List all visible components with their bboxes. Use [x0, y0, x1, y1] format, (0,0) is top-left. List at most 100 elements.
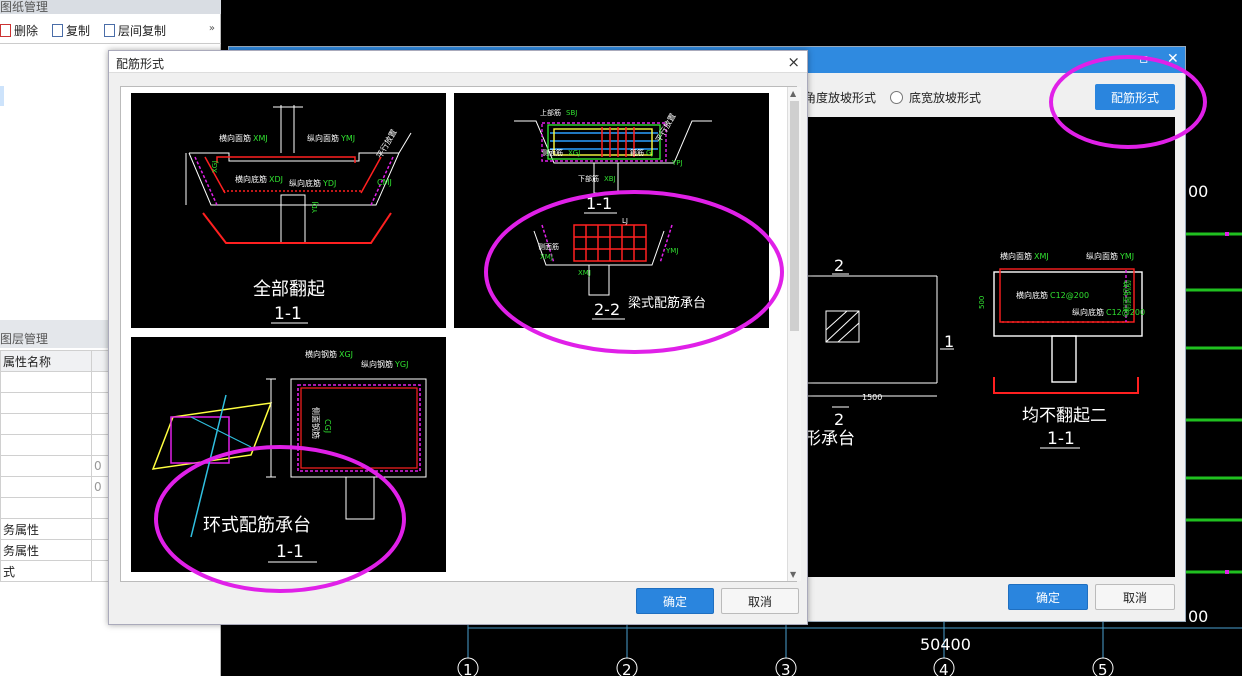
width-slope-label[interactable]: 底宽放坡形式 [909, 91, 982, 105]
beam-stirrup-code: GJ [646, 149, 654, 157]
rebar-form-button[interactable]: 配筋形式 [1095, 84, 1175, 110]
property-cell [0, 497, 92, 519]
full-slope: 平行放置 [374, 127, 399, 160]
beam-section-b: 2-2 [594, 300, 620, 319]
axis-label-4: 4 [939, 661, 949, 676]
ring-side-code: CGJ [323, 419, 332, 433]
plan-caption: 形承台 [804, 429, 855, 449]
cad-dimension-line [467, 622, 1242, 658]
section-horiz-top: 横向面筋 [1000, 251, 1032, 261]
rebar-form-option-full[interactable]: 横向面筋 XMJ 纵向面筋 YMJ 横向底筋 XDJ 纵向底筋 YDJ CMJ … [131, 93, 446, 328]
section-vert-bottom-code: C12@200 [1106, 308, 1145, 317]
layer-management-header: 图层管理 [0, 332, 49, 346]
section-title: 均不翻起二 [1022, 406, 1107, 426]
cad-dim-top-right: 00 [1188, 182, 1208, 201]
full-vert-bottom-code: YDJ [322, 179, 336, 188]
cad-green-beams [1186, 232, 1242, 574]
property-cell [0, 476, 92, 498]
ring-horiz-code: XGJ [339, 350, 353, 359]
selected-row-marker[interactable] [0, 86, 4, 106]
plan-dim-1500: 1500 [862, 393, 882, 402]
rebar-form-dialog: 配筋形式 × [108, 50, 808, 625]
section-dim-500: 500 [978, 296, 986, 309]
beam-lj: LJ [622, 217, 628, 225]
full-vert-top: 纵向面筋 [307, 133, 339, 143]
pile-cap-preview: 2 1 2 1500 形承台 横向面筋 XMJ 纵向面筋 YMJ 横向底筋 C1… [804, 117, 1175, 577]
rebar-form-option-ring[interactable]: 横向钢筋 XGJ 纵向钢筋 YGJ 侧面钢筋 CGJ 环式配筋承台 1-1 [131, 337, 446, 572]
width-slope-radio[interactable] [890, 91, 904, 104]
property-cell [91, 350, 112, 372]
full-horiz-bottom-code: XDJ [269, 175, 283, 184]
rebar-form-title: 配筋形式 [116, 57, 165, 71]
section-horiz-bottom: 横向底筋 [1016, 290, 1048, 300]
property-cell: 务属性 [0, 539, 92, 561]
close-icon[interactable]: × [787, 53, 800, 71]
back-close-icon[interactable]: ✕ [1167, 51, 1179, 67]
cad-axis-markers: 1 2 3 4 5 [457, 657, 1114, 676]
floor-copy-button[interactable]: 层间复制 [104, 22, 166, 39]
full-horiz-bottom: 横向底筋 [235, 174, 267, 184]
section-vert-bottom: 纵向底筋 [1072, 307, 1104, 317]
property-cell [0, 455, 92, 477]
ring-side: 侧面钢筋 [311, 407, 321, 439]
ring-horiz: 横向钢筋 [305, 349, 337, 359]
full-horiz-top-code: XMJ [253, 134, 268, 143]
property-cell [0, 434, 92, 456]
back-ok-button[interactable]: 确定 [1008, 584, 1088, 610]
front-ok-button[interactable]: 确定 [636, 588, 714, 614]
scroll-down-icon[interactable]: ▼ [790, 570, 797, 579]
toolbar-divider [0, 43, 221, 44]
beam-top-rebar-code: SBJ [566, 109, 577, 117]
beam-title: 梁式配筋承台 [628, 295, 706, 311]
scroll-thumb[interactable] [790, 101, 799, 331]
back-cancel-button[interactable]: 取消 [1095, 584, 1175, 610]
floor-copy-icon [104, 23, 116, 37]
copy-label: 复制 [66, 23, 91, 38]
ring-title: 环式配筋承台 [203, 515, 311, 536]
beam-code-ymj: YMJ [665, 247, 678, 255]
section-horiz-top-code: XMJ [1034, 252, 1049, 261]
axis-label-2: 2 [622, 661, 632, 676]
beam-bottom: 下部筋 [578, 174, 599, 183]
beam-stirrup: 箍筋 [630, 148, 644, 157]
maximize-icon[interactable]: ▫ [1139, 51, 1149, 67]
beam-side2-code: XMJ [540, 253, 553, 261]
rebar-form-option-beam[interactable]: 上部筋 SBJ 侧面筋 XGJ 箍筋 GJ 下部筋 XBJ YPJ 平行放置 1… [454, 93, 769, 328]
beam-code-ypj: YPJ [671, 159, 683, 167]
ring-section: 1-1 [276, 542, 304, 562]
gallery-scrollbar[interactable]: ▲ ▼ [787, 87, 801, 581]
full-title: 全部翻起 [253, 279, 325, 300]
beam-section-a: 1-1 [586, 194, 612, 213]
left-toolbar: 删除 复制 层间复制 » [0, 17, 221, 43]
section-vert-top: 纵向面筋 [1086, 251, 1118, 261]
beam-top-rebar: 上部筋 [540, 108, 561, 117]
angle-slope-label[interactable]: 角度放坡形式 [804, 91, 877, 105]
full-horiz-top: 横向面筋 [219, 133, 251, 143]
delete-label: 删除 [14, 23, 39, 38]
ring-vert: 纵向钢筋 [361, 359, 393, 369]
section-side-label: 侧面钢筋 [1122, 280, 1132, 312]
copy-button[interactable]: 复制 [52, 22, 90, 39]
plan-label-two-bottom: 2 [834, 410, 844, 429]
beam-side: 侧面筋 [542, 148, 563, 157]
property-cell: 务属性 [0, 518, 92, 540]
beam-code-xmj: XMJ [578, 269, 591, 277]
slope-form-options: 角度放坡形式 底宽放坡形式 [804, 89, 981, 106]
full-side-b: XGJ [211, 161, 219, 173]
section-label: 1-1 [1047, 429, 1075, 449]
floor-copy-label: 层间复制 [118, 23, 167, 38]
delete-button[interactable]: 删除 [0, 22, 38, 39]
property-cell: 属性名称 [0, 350, 92, 372]
full-vert-top-code: YMJ [340, 134, 355, 143]
rebar-form-titlebar: 配筋形式 × [109, 51, 807, 73]
toolbar-more-icon[interactable]: » [208, 23, 215, 34]
full-vert-bottom: 纵向底筋 [289, 178, 321, 188]
scroll-up-icon[interactable]: ▲ [790, 89, 797, 98]
full-section: 1-1 [274, 304, 302, 324]
plan-label-two-top: 2 [834, 256, 844, 275]
section-horiz-bottom-code: C12@200 [1050, 291, 1089, 300]
front-cancel-button[interactable]: 取消 [721, 588, 799, 614]
property-cell [0, 413, 92, 435]
ring-vert-code: YGJ [394, 360, 408, 369]
copy-icon [52, 23, 64, 37]
